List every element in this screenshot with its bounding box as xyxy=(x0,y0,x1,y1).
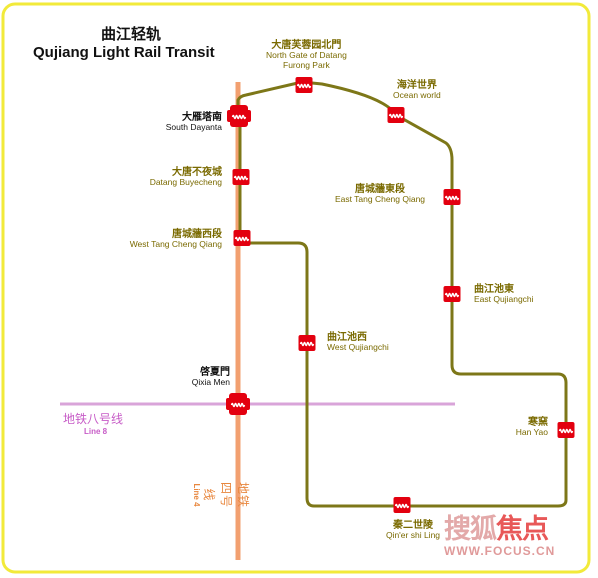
station-glyph-icon xyxy=(230,402,246,408)
station-name-zh: 寒窯 xyxy=(528,417,548,428)
map-title-en: Qujiang Light Rail Transit xyxy=(33,44,215,61)
station-name-zh: 啓夏門 xyxy=(200,367,230,378)
station-label-qixia-men[interactable]: 啓夏門 Qixia Men xyxy=(170,367,230,388)
watermark-logo-a: 搜狐 xyxy=(444,514,497,544)
station-name-en: East Qujiangchi xyxy=(474,294,534,305)
station-glyph-icon xyxy=(388,113,404,119)
line4-label-zh: 地铁四号线 xyxy=(202,481,250,508)
station-glyph-icon xyxy=(296,83,312,89)
station-marker-west-qujiangchi[interactable] xyxy=(298,335,316,351)
station-name-en: Ocean world xyxy=(393,90,441,101)
station-name-en: Qixia Men xyxy=(191,377,230,388)
station-marker-east-tang-cheng-qiang[interactable] xyxy=(443,189,461,205)
station-label-ocean-world[interactable]: 海洋世界 Ocean world xyxy=(393,80,441,101)
station-name-zh: 大唐芙蓉园北門 xyxy=(271,40,342,51)
station-label-north-gate[interactable]: 大唐芙蓉园北門 North Gate of Datang Furong Park xyxy=(266,40,347,70)
station-name-en: Qin'er shi Ling xyxy=(385,530,441,541)
station-marker-east-qujiangchi[interactable] xyxy=(443,286,461,302)
station-marker-qixia-men[interactable] xyxy=(226,393,250,415)
light-rail-track xyxy=(236,80,568,508)
watermark-url: WWW.FOCUS.CN xyxy=(444,544,556,558)
station-glyph-icon xyxy=(444,292,460,298)
station-name-en: West Tang Cheng Qiang xyxy=(129,239,222,250)
station-label-qiner-shi-ling[interactable]: 秦二世陵 Qin'er shi Ling xyxy=(378,520,448,541)
station-marker-qiner-shi-ling[interactable] xyxy=(393,497,411,513)
station-name-zh: 唐城牆西段 xyxy=(172,229,222,240)
station-label-east-qujiangchi[interactable]: 曲江池東 East Qujiangchi xyxy=(474,284,534,305)
station-label-west-tang-cheng-qiang[interactable]: 唐城牆西段 West Tang Cheng Qiang xyxy=(112,229,222,250)
station-marker-north-gate[interactable] xyxy=(295,77,313,93)
station-name-en: Datang Buyecheng xyxy=(149,177,222,188)
focus-watermark: 搜狐焦点 WWW.FOCUS.CN xyxy=(444,507,555,558)
station-marker-han-yao[interactable] xyxy=(557,422,575,438)
line8-label-zh: 地铁八号线 xyxy=(63,412,124,426)
station-glyph-icon xyxy=(234,236,250,242)
station-glyph-icon xyxy=(558,428,574,434)
watermark-logo: 搜狐焦点 xyxy=(444,507,555,546)
station-name-en: South Dayanta xyxy=(165,122,222,133)
station-label-datang-buyecheng[interactable]: 大唐不夜城 Datang Buyecheng xyxy=(130,167,222,188)
line4-label: 地铁四号线 Line 4 xyxy=(192,477,252,513)
station-name-zh: 唐城牆東段 xyxy=(355,184,405,195)
station-marker-datang-buyecheng[interactable] xyxy=(232,169,250,185)
station-marker-ocean-world[interactable] xyxy=(387,107,405,123)
station-label-south-dayanta[interactable]: 大雁塔南 South Dayanta xyxy=(152,112,222,133)
station-name-en: Han Yao xyxy=(515,427,548,438)
station-glyph-icon xyxy=(444,195,460,201)
line4-label-en: Line 4 xyxy=(192,483,201,507)
station-name-en: East Tang Cheng Qiang xyxy=(334,194,426,205)
map-title-zh: 曲江轻轨 xyxy=(101,26,162,43)
station-glyph-icon xyxy=(299,341,315,347)
map-border xyxy=(1,2,591,574)
station-name-en: Furong Park xyxy=(283,59,330,70)
station-label-west-qujiangchi[interactable]: 曲江池西 West Qujiangchi xyxy=(327,332,389,353)
station-glyph-icon xyxy=(394,503,410,509)
station-label-east-tang-cheng-qiang[interactable]: 唐城牆東段 East Tang Cheng Qiang xyxy=(330,184,430,205)
station-glyph-icon xyxy=(231,114,247,120)
station-name-zh: 曲江池東 xyxy=(474,284,514,295)
station-label-han-yao[interactable]: 寒窯 Han Yao xyxy=(500,417,548,438)
station-glyph-icon xyxy=(233,175,249,181)
station-name-zh: 曲江池西 xyxy=(327,332,367,343)
station-name-en: West Qujiangchi xyxy=(327,342,389,353)
station-name-zh: 海洋世界 xyxy=(396,80,437,91)
line8-label-en: Line 8 xyxy=(84,427,108,436)
station-name-en: North Gate of Datang xyxy=(266,50,347,61)
station-name-zh: 大雁塔南 xyxy=(182,112,222,123)
station-name-zh: 秦二世陵 xyxy=(393,520,433,531)
station-name-zh: 大唐不夜城 xyxy=(172,167,222,178)
station-marker-west-tang-cheng-qiang[interactable] xyxy=(233,230,251,246)
watermark-logo-b: 焦点 xyxy=(496,514,549,544)
station-marker-south-dayanta[interactable] xyxy=(227,105,251,127)
